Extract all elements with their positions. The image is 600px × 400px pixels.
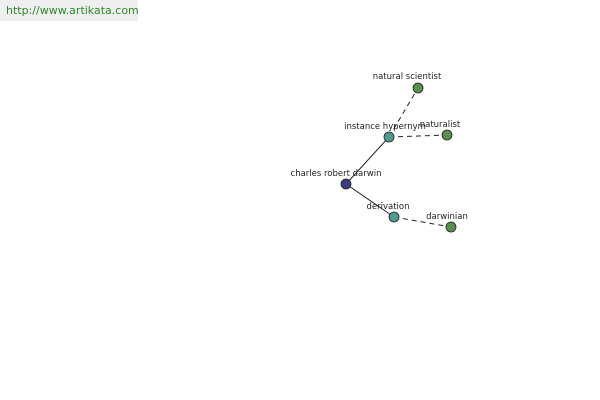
node-instance-hypernym[interactable] [383, 131, 395, 143]
label-naturalist[interactable]: naturalist [420, 120, 461, 130]
edge-instance-hypernym-to-natural-scientist [388, 87, 419, 138]
node-natural-scientist[interactable] [412, 82, 424, 94]
label-derivation[interactable]: derivation [366, 202, 409, 212]
node-charles-robert-darwin[interactable] [340, 178, 352, 190]
watermark-link[interactable]: http://www.artikata.com [0, 0, 139, 21]
node-naturalist[interactable] [441, 129, 453, 141]
edge-charles-robert-darwin-to-derivation [345, 183, 395, 218]
label-darwinian[interactable]: darwinian [426, 212, 468, 222]
node-derivation[interactable] [388, 211, 400, 223]
graph-nodes [340, 82, 457, 233]
edge-instance-hypernym-to-naturalist [388, 134, 448, 138]
edge-derivation-to-darwinian [393, 216, 452, 228]
node-darwinian[interactable] [445, 221, 457, 233]
graph-edges [345, 87, 452, 228]
label-instance-hypernym[interactable]: instance hypernym [344, 122, 426, 132]
label-charles-robert-darwin[interactable]: charles robert darwin [291, 169, 382, 179]
label-natural-scientist[interactable]: natural scientist [373, 72, 442, 82]
edge-charles-robert-darwin-to-instance-hypernym [345, 136, 390, 185]
